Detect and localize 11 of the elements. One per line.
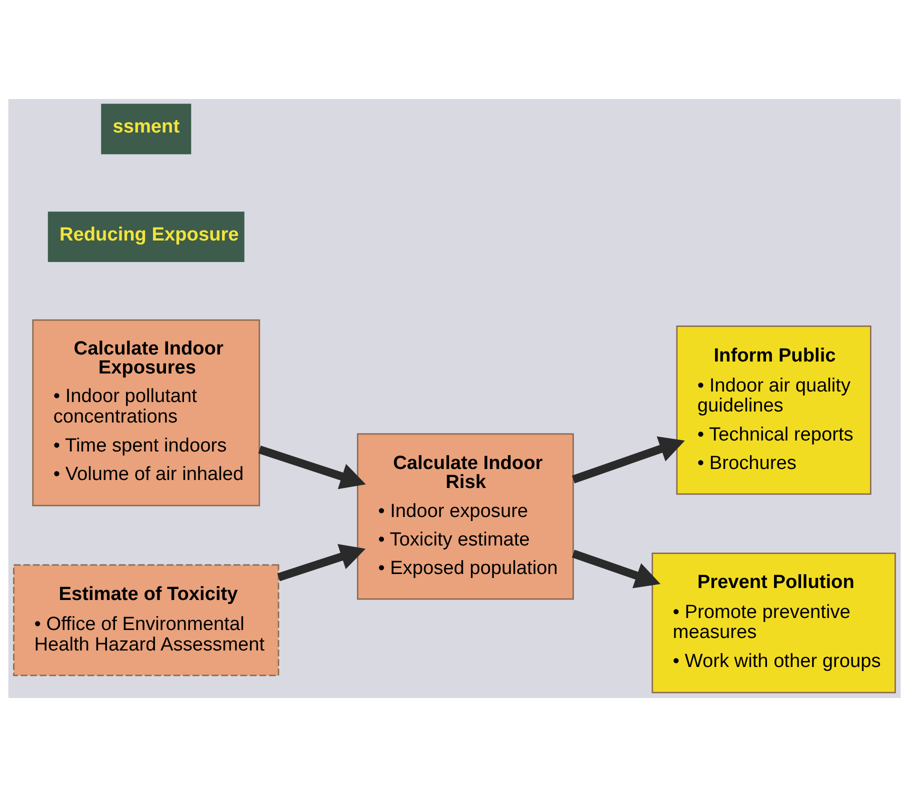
node-box: Calculate Indoor Risk • Indoor exposure • Toxicity estimate • Exposed population bbox=[356, 432, 574, 600]
node-box: Prevent Pollution • Promote preventive measures • Work with other groups bbox=[652, 552, 896, 693]
arrow bbox=[572, 436, 685, 483]
node-box: Inform Public • Indoor air quality guidelines • Technical reports • Brochures bbox=[676, 325, 872, 494]
node-box: Calculate Indoor Exposures • Indoor pollutant concentrations • Time spent indoors • Volume of air inhaled bbox=[32, 318, 260, 506]
arrow bbox=[258, 445, 366, 489]
label: ssment bbox=[112, 116, 180, 138]
label: Reducing Exposure bbox=[59, 224, 239, 245]
arrow bbox=[277, 544, 366, 581]
node-box: Estimate of Toxicity • Office of Environmental Health Hazard Assessment bbox=[13, 564, 280, 676]
arrow bbox=[572, 549, 661, 588]
